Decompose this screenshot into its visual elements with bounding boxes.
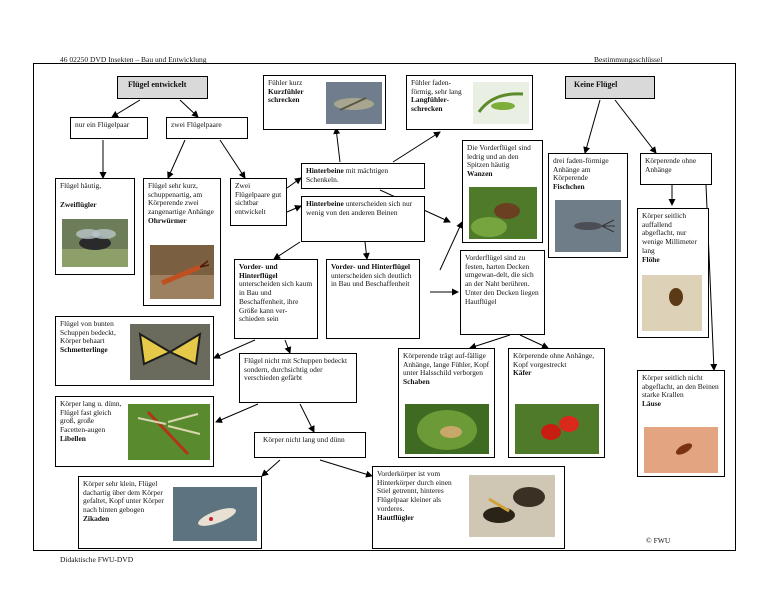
footer-left: Didaktische FWU-DVD [60, 555, 134, 564]
vh-kaum-bold: Vorder- und Hinterflügel [239, 262, 278, 280]
node-zwei-sichtbar: Zwei Flügelpaare gut sichtbar entwickelt [230, 178, 287, 226]
langfuehler-name: Langfühler-schrecken [411, 95, 449, 114]
photo-cockroach [405, 404, 489, 454]
fischchen-text: drei faden-förmige Anhänge am Körperende [553, 156, 609, 183]
node-hinterbeine-maechtig: Hinterbeine mit mächtigen Schenkeln. [301, 163, 425, 189]
photo-bug [469, 187, 537, 239]
ohne-anhaenge-label: Körperende ohne Anhänge [645, 156, 697, 174]
node-wanzen: Die Vorderflügel sind ledrig und an den … [462, 140, 543, 243]
libellen-text: Körper lang u. dünn, Flügel fast gleich … [60, 399, 122, 435]
kurzfuehler-name: Kurzfühler schrecken [268, 86, 304, 105]
node-fischchen: drei faden-förmige Anhänge am Körperende… [548, 153, 628, 258]
hinterbeine-maechtig-bold: Hinterbeine [306, 166, 344, 175]
floehe-name: Flöhe [642, 254, 660, 264]
laeuse-name: Läuse [642, 399, 661, 409]
hautfluegler-name: Hautflügler [377, 512, 414, 522]
hinterbeine-wenig-rest: unterscheiden sich nur wenig von den and… [306, 199, 413, 217]
schmetterlinge-name: Schmetterlinge [60, 345, 108, 355]
zikaden-name: Zikaden [83, 513, 110, 523]
kaefer-text: Körperende ohne Anhänge, Kopf vorgestrec… [513, 351, 595, 369]
node-decken: Vorderflügel sind zu festen, harten Deck… [460, 250, 545, 335]
photo-flea [642, 275, 702, 331]
zwei-paare-label: zwei Flügelpaare [171, 120, 222, 129]
header-right: Bestimmungsschlüssel [594, 55, 663, 64]
photo-earwig [150, 245, 214, 299]
vh-deutlich-rest: unterscheiden sich deutlich in Bau und B… [331, 270, 412, 289]
node-nicht-lang: Körper nicht lang und dünn [254, 432, 366, 458]
node-fluegel-entwickelt: Flügel entwickelt [117, 76, 208, 99]
header-left: 46 02250 DVD Insekten – Bau und Entwickl… [60, 55, 207, 64]
node-nicht-schuppen: Flügel nicht mit Schuppen bedeckt sonder… [239, 353, 357, 403]
hinterbeine-wenig-bold: Hinterbeine [306, 199, 344, 208]
node-schaben: Körperende trägt auf-fällige Anhänge, la… [398, 348, 495, 458]
wanzen-text: Die Vorderflügel sind ledrig und an den … [467, 143, 531, 170]
photo-grasshopper [326, 82, 382, 124]
node-langfuehler: Fühler faden-förmig, sehr lang Langfühle… [406, 75, 533, 130]
node-zweifluegler: Flügel häutig, Zweiflügler [55, 178, 135, 275]
zwei-sichtbar-label: Zwei Flügelpaare gut sichtbar entwickelt [235, 181, 282, 217]
photo-louse [644, 427, 718, 473]
ohrwuermer-text: Flügel sehr kurz, schuppenartig, am Körp… [148, 181, 214, 217]
zikaden-text: Körper sehr klein, Flügel dachartig über… [83, 479, 164, 515]
node-laeuse: Körper seitlich nicht abgeflacht, an den… [637, 370, 725, 477]
node-libellen: Körper lang u. dünn, Flügel fast gleich … [55, 396, 214, 467]
nicht-lang-label: Körper nicht lang und dünn [263, 435, 345, 444]
photo-silverfish [555, 200, 621, 252]
kurzfuehler-text: Fühler kurz [268, 78, 303, 87]
photo-ladybird [515, 404, 599, 454]
copyright: © FWU [646, 536, 671, 545]
photo-bush-cricket [473, 82, 529, 124]
libellen-name: Libellen [60, 433, 86, 443]
kaefer-name: Käfer [513, 368, 532, 378]
langfuehler-text: Fühler faden-förmig, sehr lang [411, 78, 462, 96]
nicht-schuppen-label: Flügel nicht mit Schuppen bedeckt sonder… [244, 356, 348, 383]
hautfluegler-text: Vorderkörper ist vom Hinterkörper durch … [377, 469, 452, 513]
node-ohrwuermer: Flügel sehr kurz, schuppenartig, am Körp… [143, 178, 221, 306]
laeuse-text: Körper seitlich nicht abgeflacht, an den… [642, 373, 719, 400]
node-floehe: Körper seitlich auffallend abgeflacht, n… [637, 208, 709, 338]
node-hautfluegler: Vorderkörper ist vom Hinterkörper durch … [372, 466, 565, 549]
schaben-text: Körperende trägt auf-fällige Anhänge, la… [403, 351, 490, 378]
node-vh-deutlich: Vorder- und Hinterflügel unterscheiden s… [326, 259, 420, 339]
hinterbeine-maechtig-rest: mit mächtigen Schenkeln. [306, 166, 389, 184]
node-keine-fluegel: Keine Flügel [565, 76, 655, 99]
vh-kaum-rest: unterscheiden sich kaum in Bau und Besch… [239, 279, 313, 324]
photo-wasp [469, 475, 555, 537]
node-schmetterlinge: Flügel von bunten Schuppen bedeckt, Körp… [55, 316, 214, 386]
photo-fly [62, 219, 128, 267]
photo-dragonfly [128, 404, 210, 460]
ein-paar-label: nur ein Flügelpaar [75, 120, 130, 129]
node-ohne-anhaenge: Körperende ohne Anhänge [640, 153, 712, 185]
decken-label: Vorderflügel sind zu festen, harten Deck… [465, 253, 539, 306]
fischchen-name: Fischchen [553, 182, 585, 192]
schaben-name: Schaben [403, 377, 430, 387]
node-ein-paar: nur ein Flügelpaar [70, 117, 148, 139]
photo-butterfly [130, 324, 210, 380]
node-zwei-paare: zwei Flügelpaare [166, 117, 248, 139]
node-kurzfuehler: Fühler kurz Kurzfühler schrecken [263, 75, 386, 130]
node-vh-kaum: Vorder- und Hinterflügel unterscheiden s… [234, 259, 318, 339]
node-kaefer: Körperende ohne Anhänge, Kopf vorgestrec… [508, 348, 605, 458]
ohrwuermer-name: Ohrwürmer [148, 215, 187, 225]
photo-cicada [173, 487, 257, 541]
vh-deutlich-bold: Vorder- und Hinterflügel [331, 262, 411, 271]
schmetterlinge-text: Flügel von bunten Schuppen bedeckt, Körp… [60, 319, 116, 346]
wanzen-name: Wanzen [467, 169, 493, 179]
zweifluegler-name: Zweiflügler [60, 199, 97, 209]
diagram-frame [33, 63, 736, 551]
floehe-text: Körper seitlich auffallend abgeflacht, n… [642, 211, 697, 255]
node-hinterbeine-wenig: Hinterbeine unterscheiden sich nur wenig… [301, 196, 425, 242]
zweifluegler-text: Flügel häutig, [60, 181, 102, 190]
node-zikaden: Körper sehr klein, Flügel dachartig über… [78, 476, 262, 549]
